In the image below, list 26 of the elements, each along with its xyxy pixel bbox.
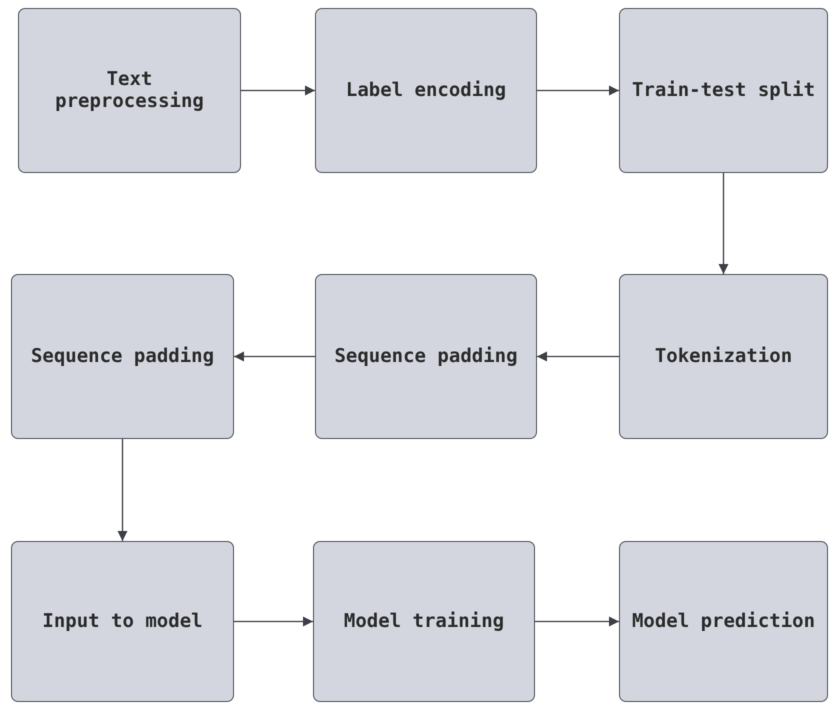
process-box	[313, 541, 535, 702]
arrow	[234, 352, 315, 362]
process-box	[18, 8, 241, 173]
arrow	[537, 352, 619, 362]
arrow	[537, 86, 619, 96]
step-label: Model prediction	[632, 610, 816, 632]
process-box	[315, 8, 537, 173]
step-label: Sequence padding	[334, 346, 518, 368]
step-label: Text preprocessing	[54, 68, 205, 112]
step-label: Sequence padding	[30, 346, 214, 368]
arrow	[535, 616, 619, 626]
step-label: Input to model	[42, 610, 203, 632]
process-box	[619, 541, 828, 702]
step-label: Tokenization	[654, 346, 792, 368]
process-box	[619, 8, 828, 173]
arrow	[718, 173, 728, 274]
step-label: Label encoding	[346, 80, 506, 102]
arrow	[234, 616, 313, 626]
process-box	[315, 274, 537, 439]
process-box	[11, 274, 234, 439]
step-label: Train-test split	[632, 80, 816, 102]
arrow	[118, 439, 128, 541]
arrow	[241, 86, 315, 96]
process-box	[11, 541, 234, 702]
step-label: Model training	[344, 610, 504, 632]
process-box	[619, 274, 828, 439]
